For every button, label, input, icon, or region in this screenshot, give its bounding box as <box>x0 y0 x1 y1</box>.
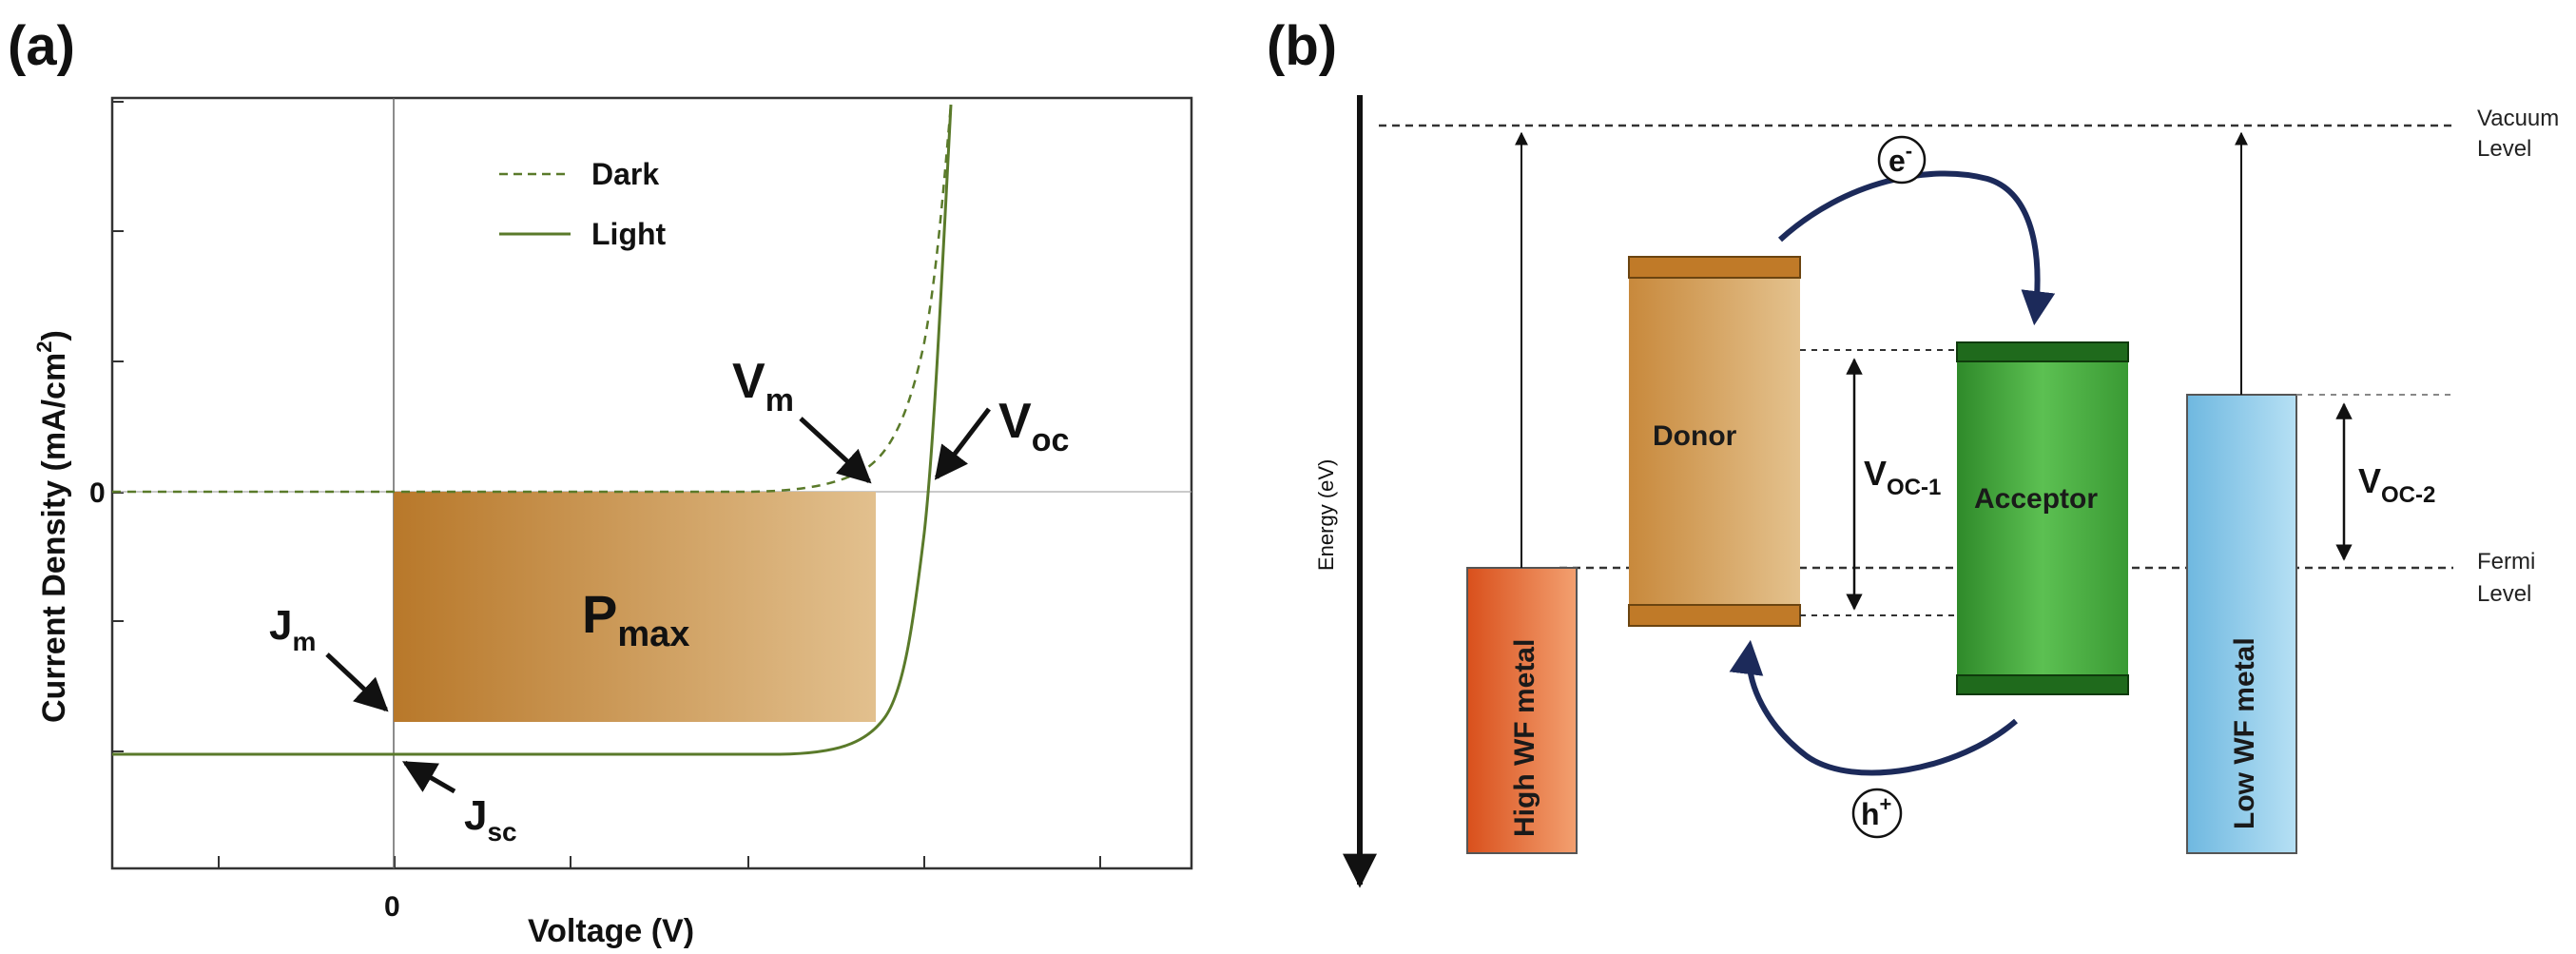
legend-light-label: Light <box>591 217 667 251</box>
low-wf-metal-block <box>2186 394 2297 854</box>
dark-curve <box>112 104 953 494</box>
low-wf-label: Low WF metal <box>2229 637 2260 829</box>
electron-transfer-arrow <box>1777 170 2056 326</box>
hole-transfer-arrow <box>1729 639 2018 776</box>
jsc-label: Jsc <box>464 792 517 847</box>
high-wf-label: High WF metal <box>1509 639 1540 837</box>
vm-label: Vm <box>732 354 794 419</box>
x-axis-title: Voltage (V) <box>528 913 694 949</box>
donor-lumo-band <box>1628 256 1801 279</box>
fermi-level-text-1: Fermi <box>2477 549 2535 574</box>
jm-arrow <box>325 652 389 712</box>
x-tick-zero: 0 <box>384 891 400 923</box>
donor-homo-band <box>1628 604 1801 627</box>
light-curve <box>112 104 953 756</box>
panel-b-label: (b) <box>1267 15 1337 77</box>
pmax-label: Pmax <box>582 584 689 654</box>
y-axis-title: Current Density (mA/cm2) <box>32 330 72 723</box>
jm-label: Jm <box>269 602 316 656</box>
voc-arrow <box>934 407 991 480</box>
y-ticks <box>112 101 124 752</box>
voc-label: Voc <box>998 394 1069 458</box>
electron-circle <box>1877 135 1927 185</box>
acceptor-block <box>1957 342 2128 694</box>
vm-arrow <box>799 417 872 484</box>
donor-block <box>1629 257 1800 626</box>
hole-label: h+ <box>1861 792 1891 831</box>
plot-frame <box>110 96 1193 870</box>
voc1-label: VOC-1 <box>1864 454 1941 500</box>
acceptor-lumo-band <box>1956 341 2129 362</box>
legend: Dark Light <box>499 157 667 251</box>
acceptor-homo-band <box>1956 674 2129 695</box>
energy-axis-label: Energy (eV) <box>1314 459 1338 571</box>
acceptor-label: Acceptor <box>1974 483 2098 515</box>
voc2-label: VOC-2 <box>2358 461 2435 508</box>
donor-label: Donor <box>1653 420 1737 452</box>
fermi-level-text-2: Level <box>2477 581 2531 607</box>
vacuum-level-text-1: Vacuum <box>2477 106 2559 131</box>
hole-circle <box>1851 788 1903 839</box>
jsc-arrow <box>401 760 456 794</box>
electron-label: e- <box>1888 139 1912 178</box>
legend-dark-label: Dark <box>591 157 659 191</box>
y-tick-zero: 0 <box>89 477 106 509</box>
pmax-rectangle <box>394 492 876 722</box>
vacuum-level-text-2: Level <box>2477 136 2531 162</box>
panel-a-label: (a) <box>8 15 75 77</box>
x-ticks <box>218 856 1101 868</box>
